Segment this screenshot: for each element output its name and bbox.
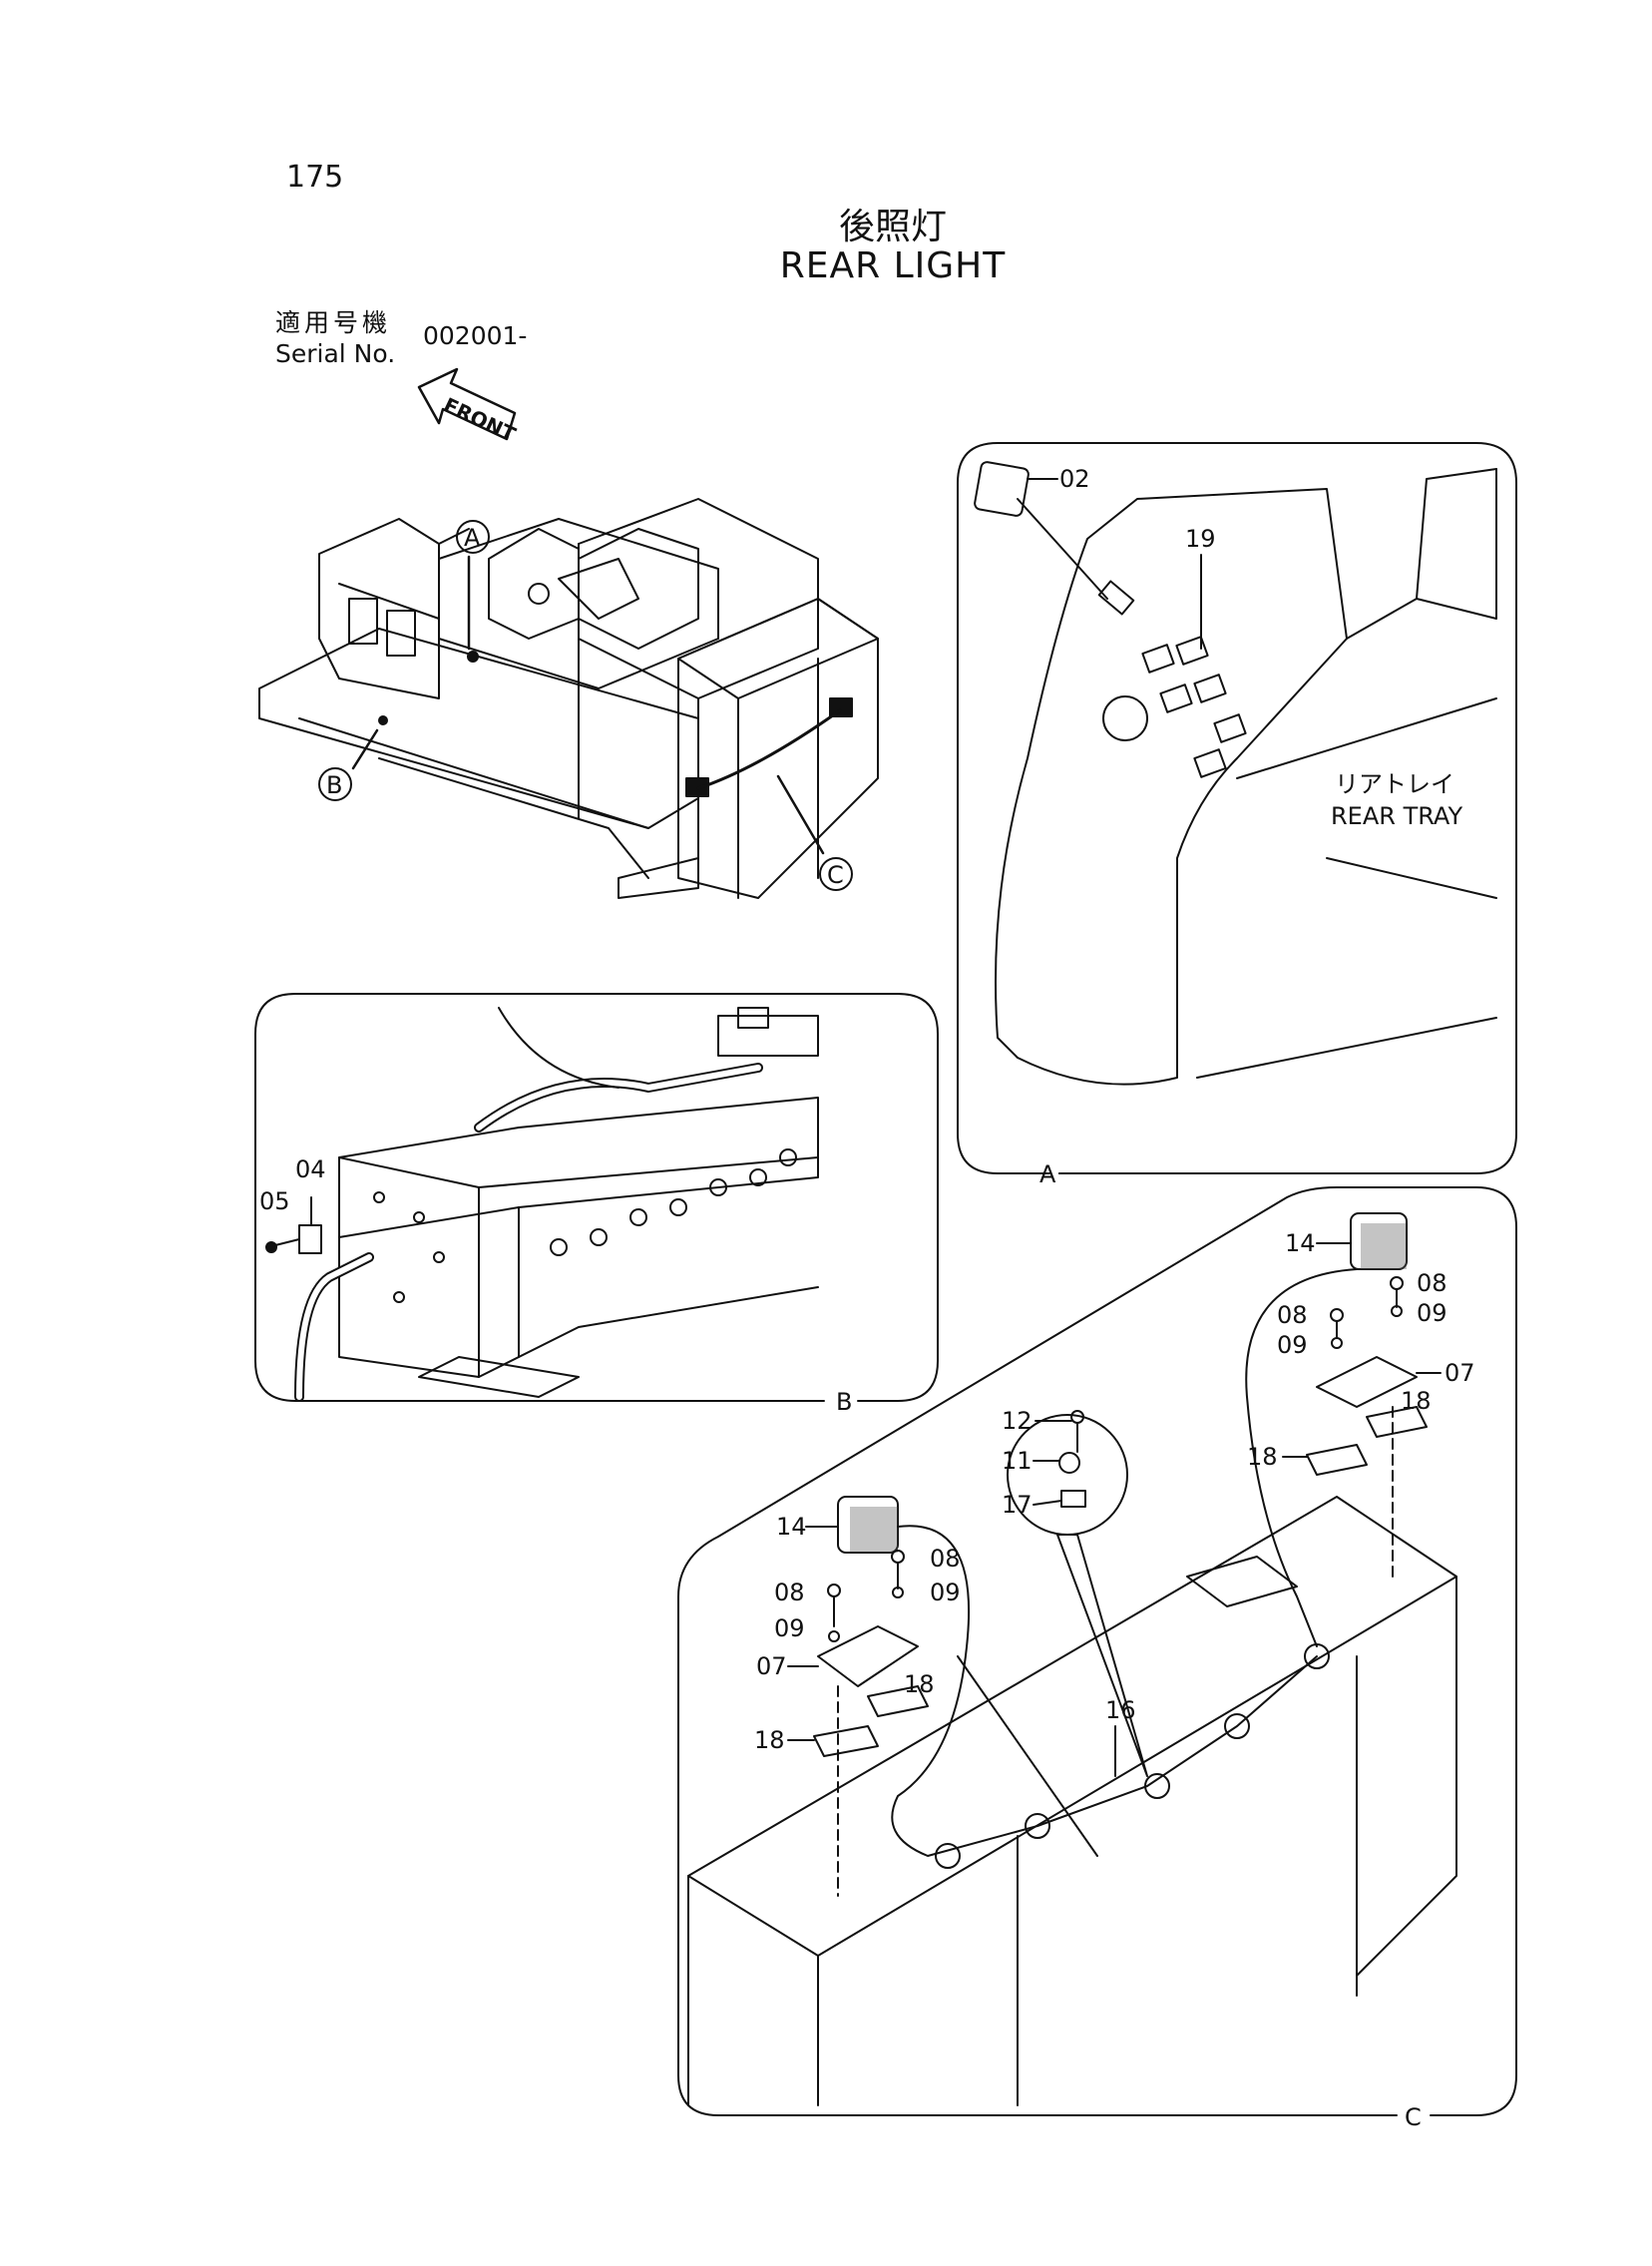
detail-a-view: A 02 19 リアトレイ REAR TRAY bbox=[957, 442, 1517, 1188]
detail-b-name: B bbox=[836, 1388, 852, 1416]
part-09-left-b-label: 09 bbox=[930, 1579, 961, 1606]
part-19-label: 19 bbox=[1185, 525, 1216, 553]
rear-tray-en-label: REAR TRAY bbox=[1331, 802, 1462, 830]
part-08-right-label: 08 bbox=[1417, 1269, 1447, 1297]
part-08-right-b-label: 08 bbox=[1277, 1301, 1308, 1329]
serial-label-english: Serial No. bbox=[275, 339, 396, 368]
rear-tray-jp-label: リアトレイ bbox=[1335, 770, 1454, 798]
part-11-label: 11 bbox=[1002, 1447, 1032, 1475]
part-02-label: 02 bbox=[1059, 465, 1090, 493]
overview-machine: A B C bbox=[258, 498, 879, 899]
part-09-right-label: 09 bbox=[1417, 1299, 1447, 1327]
title-japanese: 後照灯 bbox=[838, 207, 947, 247]
page-number: 175 bbox=[286, 160, 344, 195]
part-07-left-label: 07 bbox=[756, 1652, 787, 1680]
part-07-right-label: 07 bbox=[1445, 1359, 1475, 1387]
detail-a-name: A bbox=[1039, 1160, 1056, 1188]
detail-c-name: C bbox=[1405, 2103, 1422, 2131]
part-08-left-label: 08 bbox=[774, 1579, 805, 1606]
front-label: FRONT bbox=[440, 393, 520, 447]
part-12-label: 12 bbox=[1002, 1407, 1032, 1435]
serial-label-japanese: 適用号機 bbox=[275, 308, 392, 337]
serial-number-value: 002001- bbox=[423, 321, 528, 350]
callout-b-label: B bbox=[326, 771, 342, 799]
part-18-right-a-label: 18 bbox=[1401, 1387, 1432, 1415]
callout-a-label: A bbox=[464, 524, 481, 552]
front-arrow-icon: FRONT bbox=[417, 367, 520, 447]
title-english: REAR LIGHT bbox=[779, 245, 1007, 286]
detail-b-view: B 04 05 bbox=[254, 993, 939, 1416]
part-09-left-label: 09 bbox=[774, 1614, 805, 1642]
part-14-right-label: 14 bbox=[1285, 1229, 1316, 1257]
detail-c-view: C 14 07 08 09 08 09 18 18 bbox=[677, 1186, 1517, 2131]
part-14-left-label: 14 bbox=[776, 1513, 807, 1541]
part-09-right-b-label: 09 bbox=[1277, 1331, 1308, 1359]
part-04-label: 04 bbox=[295, 1155, 326, 1183]
part-17-label: 17 bbox=[1002, 1491, 1032, 1519]
part-18-left-a-label: 18 bbox=[904, 1670, 935, 1698]
part-18-right-b-label: 18 bbox=[1247, 1443, 1278, 1471]
callout-c-label: C bbox=[827, 861, 844, 889]
part-05-label: 05 bbox=[259, 1187, 290, 1215]
part-18-left-b-label: 18 bbox=[754, 1726, 785, 1754]
